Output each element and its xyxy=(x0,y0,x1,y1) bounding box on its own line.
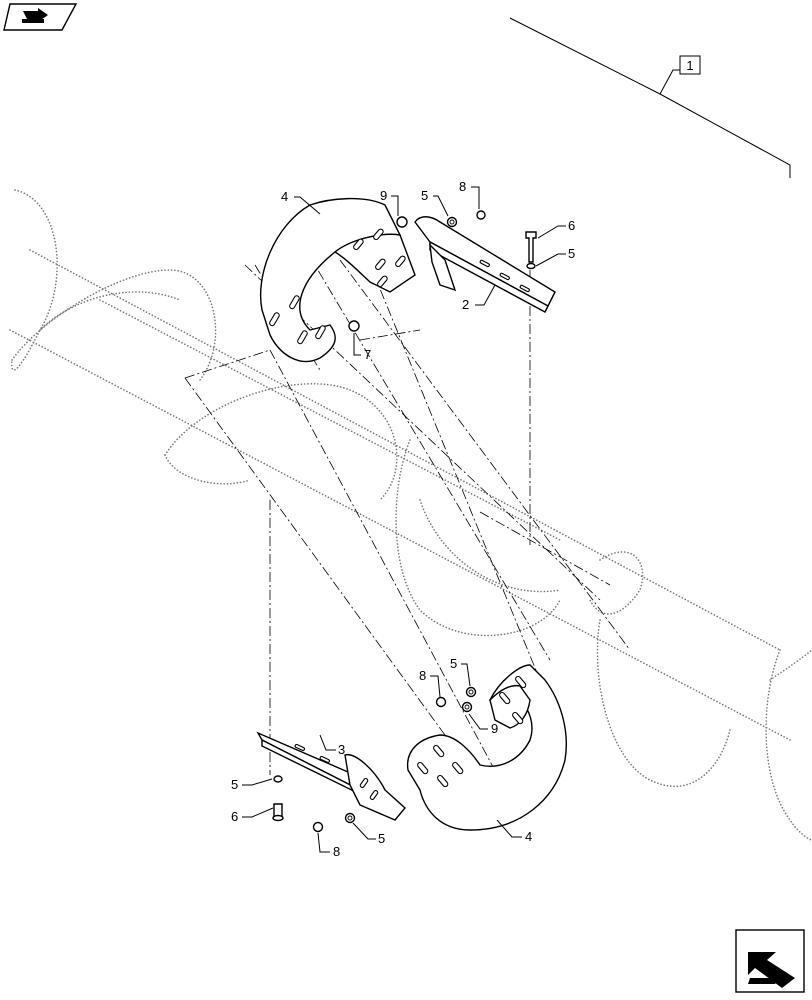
callout-5-lower-b: 5 xyxy=(231,777,238,792)
callout-5-upper-a: 5 xyxy=(421,188,428,203)
callout-numbers: 4 9 5 8 6 5 2 7 8 5 9 3 5 6 8 5 4 xyxy=(231,179,575,859)
lower-hardware xyxy=(272,686,477,833)
callout-4-upper-shield: 4 xyxy=(281,189,288,204)
upper-bracket xyxy=(414,216,556,313)
auger-outline xyxy=(9,189,812,841)
callout-5-upper-b: 5 xyxy=(568,246,575,261)
callout-3-bracket: 3 xyxy=(338,742,345,757)
callout-4-lower-shield: 4 xyxy=(525,829,532,844)
callout-9-lower: 9 xyxy=(491,721,498,736)
upper-hardware xyxy=(348,210,537,332)
callout-6-lower: 6 xyxy=(231,809,238,824)
alignment-lines xyxy=(184,239,631,791)
lower-bracket xyxy=(256,731,406,821)
next-page-arrow-icon[interactable] xyxy=(735,929,805,993)
lower-shield xyxy=(406,664,567,831)
callout-2-bracket: 2 xyxy=(462,297,469,312)
callout-7: 7 xyxy=(364,347,371,362)
callout-leaders xyxy=(242,186,566,853)
callout-6-upper: 6 xyxy=(568,218,575,233)
book-arrow-icon[interactable] xyxy=(3,3,78,31)
upper-shield xyxy=(259,197,416,363)
callout-8-lower-b: 8 xyxy=(333,844,340,859)
callout-8-lower-a: 8 xyxy=(419,668,426,683)
assembly-number: 1 xyxy=(686,58,693,73)
callout-8-upper: 8 xyxy=(459,179,466,194)
assembly-indicator: 1 xyxy=(509,17,791,178)
callout-5-lower-a: 5 xyxy=(450,656,457,671)
callout-5-lower-c: 5 xyxy=(378,831,385,846)
callout-9-upper: 9 xyxy=(380,188,387,203)
